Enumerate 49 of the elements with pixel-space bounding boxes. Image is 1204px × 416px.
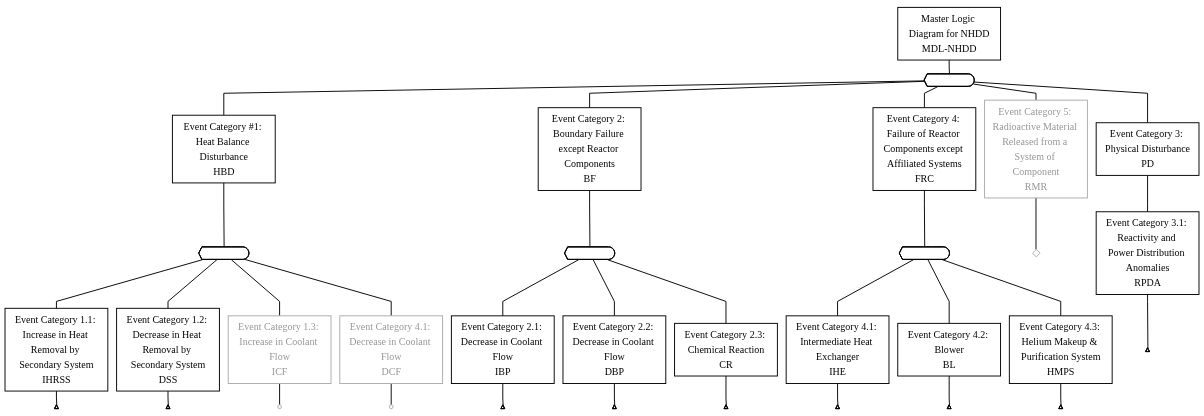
connector [223,182,225,248]
connector [837,383,839,406]
node-box: Event Category 4: Failure of Reactor Components except Affiliated Systems FRC [872,107,977,191]
connector [973,81,1149,124]
node-circle [277,404,282,410]
node-box: Event Category 3.1: Reactivity and Power Distribution Anomalies RPDA [1095,211,1200,295]
node-box: Event Category 5: Radioactive Material Released from a System of Component RMR [984,99,1088,199]
node-circle [388,404,394,410]
node-box: Event Category 1.2: Decrease in Heat Removal by Secondary System DSS [116,307,220,392]
connector [55,259,203,309]
connector [223,80,926,116]
connector [244,258,392,317]
connector [725,375,727,406]
node-diamond [1032,248,1041,258]
node-box: Event Category 4.2: Blower BL [897,322,1002,377]
connector [167,390,169,406]
node-box: Event Category 2.2: Decrease in Coolant Flow DBP [562,315,667,384]
connector [613,383,616,406]
connector [948,59,950,75]
node-box: Master Logic Diagram for NHDD MDL-NHDD [897,6,1002,61]
connector [607,259,727,324]
node-box: Event Category 2: Boundary Failure except Reactor Components BF [537,107,642,191]
connector [502,383,504,406]
connector [1060,383,1062,406]
node-box: Event Category 4.3: Helium Makeup & Purification System HMPS [1008,315,1113,384]
node-box: Event Category 1.1: Increase in Heat Removal by Secondary System IHRSS [4,307,109,392]
connector [1147,294,1149,349]
connector [589,190,591,248]
connector [923,190,926,248]
node-box: Event Category #1: Heat Balance Disturbance HBD [171,114,276,184]
node-box: Event Category 2.3: Chemical Reaction CR [674,322,778,377]
connector [592,259,615,317]
connector [948,375,950,406]
connector [502,259,580,317]
connector [837,259,914,317]
connector [972,83,1037,101]
connector [941,259,1062,317]
connector [230,259,281,317]
node-box: Event Category 2.1: Decrease in Coolant Flow IBP [450,315,555,384]
connector [279,383,281,406]
connector [167,259,218,309]
connector [1147,174,1149,213]
node-box: Event Category 3: Physical Disturbance PD [1095,122,1200,176]
node-box: Event Category 4.1: Decrease in Coolant Flow DCF [339,315,444,384]
connector [55,390,58,406]
node-box: Event Category 1.3: Increase in Coolant Flow ICF [227,315,332,384]
node-box: Event Category 4.1: Intermediate Heat Exchanger IHE [785,315,890,384]
connector [927,259,950,324]
connector [589,80,926,109]
